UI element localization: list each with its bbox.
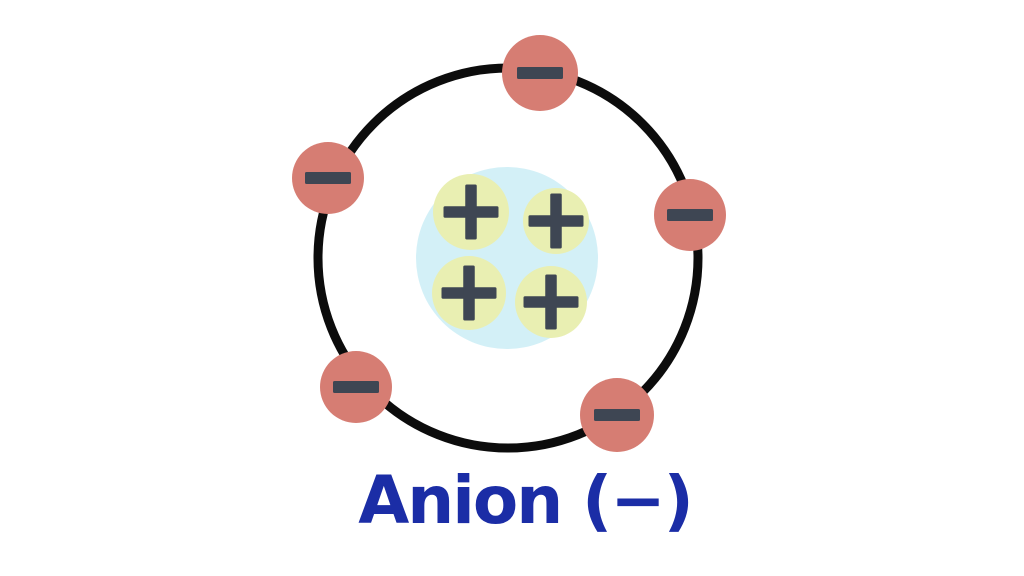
minus-icon (305, 172, 351, 184)
minus-icon (333, 381, 379, 393)
plus-icon (545, 274, 557, 330)
electron (580, 378, 654, 452)
minus-icon (594, 409, 640, 421)
electron (320, 351, 392, 423)
proton (433, 174, 509, 250)
proton (515, 266, 587, 338)
electron (654, 179, 726, 251)
electron (292, 142, 364, 214)
electron (502, 35, 578, 111)
plus-icon (463, 265, 475, 321)
minus-icon (667, 209, 713, 221)
plus-icon (465, 184, 477, 240)
plus-icon (550, 193, 562, 249)
proton (432, 256, 506, 330)
proton (523, 188, 589, 254)
minus-icon (517, 67, 563, 79)
diagram-caption: Anion (−) (358, 462, 694, 539)
